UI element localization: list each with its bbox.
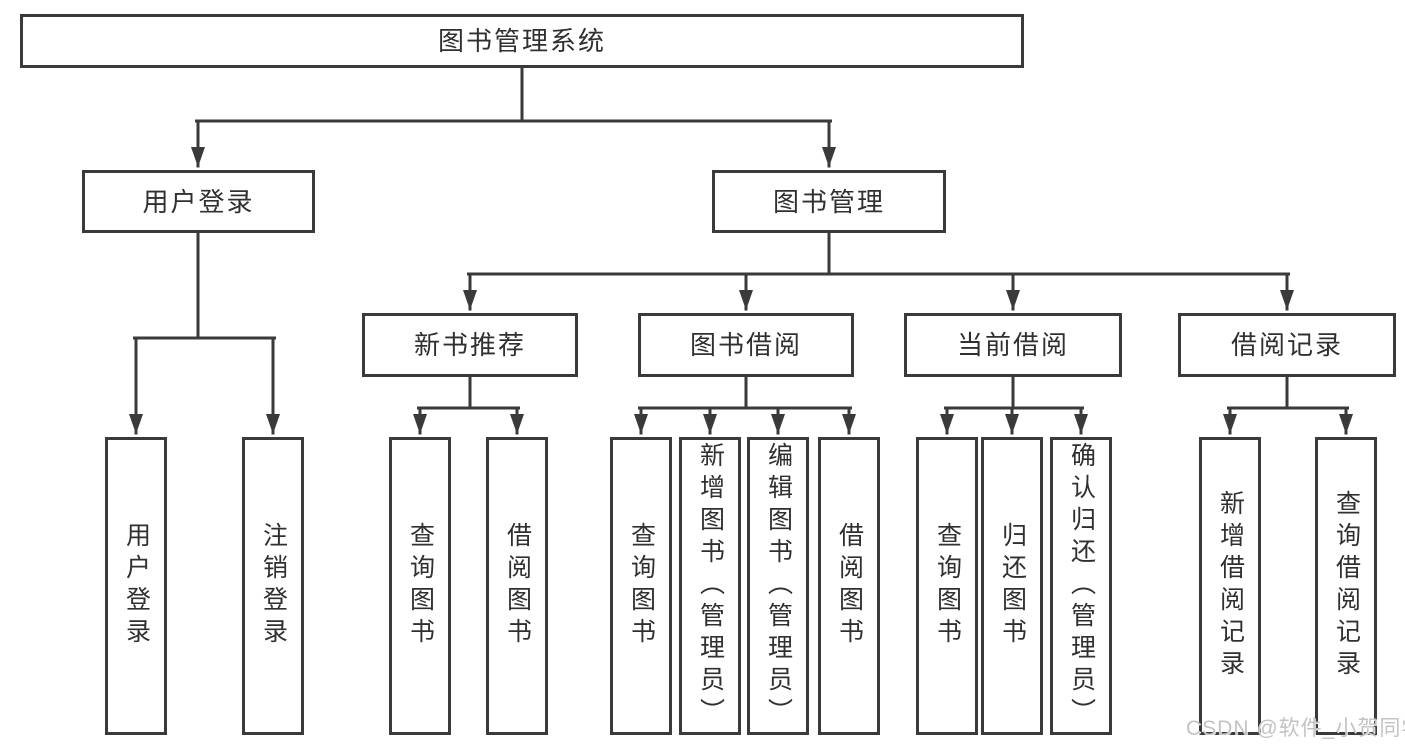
node-label: 借阅记录 bbox=[1230, 330, 1343, 360]
node-label: 新增借阅记录 bbox=[1216, 490, 1245, 682]
csdn-watermark: CSDN @软件_小贺同学 bbox=[1186, 717, 1405, 740]
node-label: 借阅图书 bbox=[835, 522, 864, 650]
node-label: 查询图书 bbox=[933, 522, 962, 650]
node-leaf-return-books: 归还图书 bbox=[981, 437, 1043, 735]
node-current-borrowing: 当前借阅 bbox=[904, 313, 1122, 377]
node-leaf-borrow-books-recommend: 借阅图书 bbox=[486, 437, 548, 735]
node-leaf-query-books-current: 查询图书 bbox=[916, 437, 978, 735]
node-label: 图书管理 bbox=[772, 186, 885, 217]
node-user-login: 用户登录 bbox=[82, 170, 315, 233]
node-label: 注销登录 bbox=[259, 522, 288, 650]
node-leaf-query-borrow-record: 查询借阅记录 bbox=[1315, 437, 1377, 735]
node-label: 用户登录 bbox=[122, 522, 151, 650]
node-leaf-user-login: 用户登录 bbox=[105, 437, 167, 735]
node-book-management-system: 图书管理系统 bbox=[20, 14, 1024, 68]
node-borrowing-records: 借阅记录 bbox=[1178, 313, 1396, 377]
node-new-book-recommendation: 新书推荐 bbox=[362, 313, 578, 377]
node-label: 确认归还（管理员） bbox=[1067, 442, 1096, 730]
node-book-borrowing: 图书借阅 bbox=[638, 313, 854, 377]
node-label: 新增图书（管理员） bbox=[696, 442, 725, 730]
node-leaf-edit-books-admin: 编辑图书（管理员） bbox=[747, 437, 809, 735]
node-label: 查询借阅记录 bbox=[1332, 490, 1361, 682]
node-leaf-borrow-books-borrowing: 借阅图书 bbox=[818, 437, 880, 735]
node-label: 用户登录 bbox=[142, 186, 255, 217]
node-leaf-add-borrow-record: 新增借阅记录 bbox=[1199, 437, 1261, 735]
node-leaf-logout: 注销登录 bbox=[242, 437, 304, 735]
node-label: 归还图书 bbox=[998, 522, 1027, 650]
node-leaf-add-books-admin: 新增图书（管理员） bbox=[679, 437, 741, 735]
node-label: 查询图书 bbox=[627, 522, 656, 650]
node-label: 新书推荐 bbox=[413, 330, 526, 360]
node-label: 当前借阅 bbox=[956, 330, 1069, 360]
node-leaf-confirm-return-admin: 确认归还（管理员） bbox=[1050, 437, 1112, 735]
node-label: 图书借阅 bbox=[689, 330, 802, 360]
node-label: 查询图书 bbox=[406, 522, 435, 650]
node-leaf-query-books-borrowing: 查询图书 bbox=[610, 437, 672, 735]
node-label: 编辑图书（管理员） bbox=[764, 442, 793, 730]
node-book-management: 图书管理 bbox=[712, 170, 946, 233]
node-label: 借阅图书 bbox=[503, 522, 532, 650]
node-label: 图书管理系统 bbox=[437, 26, 606, 56]
node-leaf-query-books-recommend: 查询图书 bbox=[389, 437, 451, 735]
